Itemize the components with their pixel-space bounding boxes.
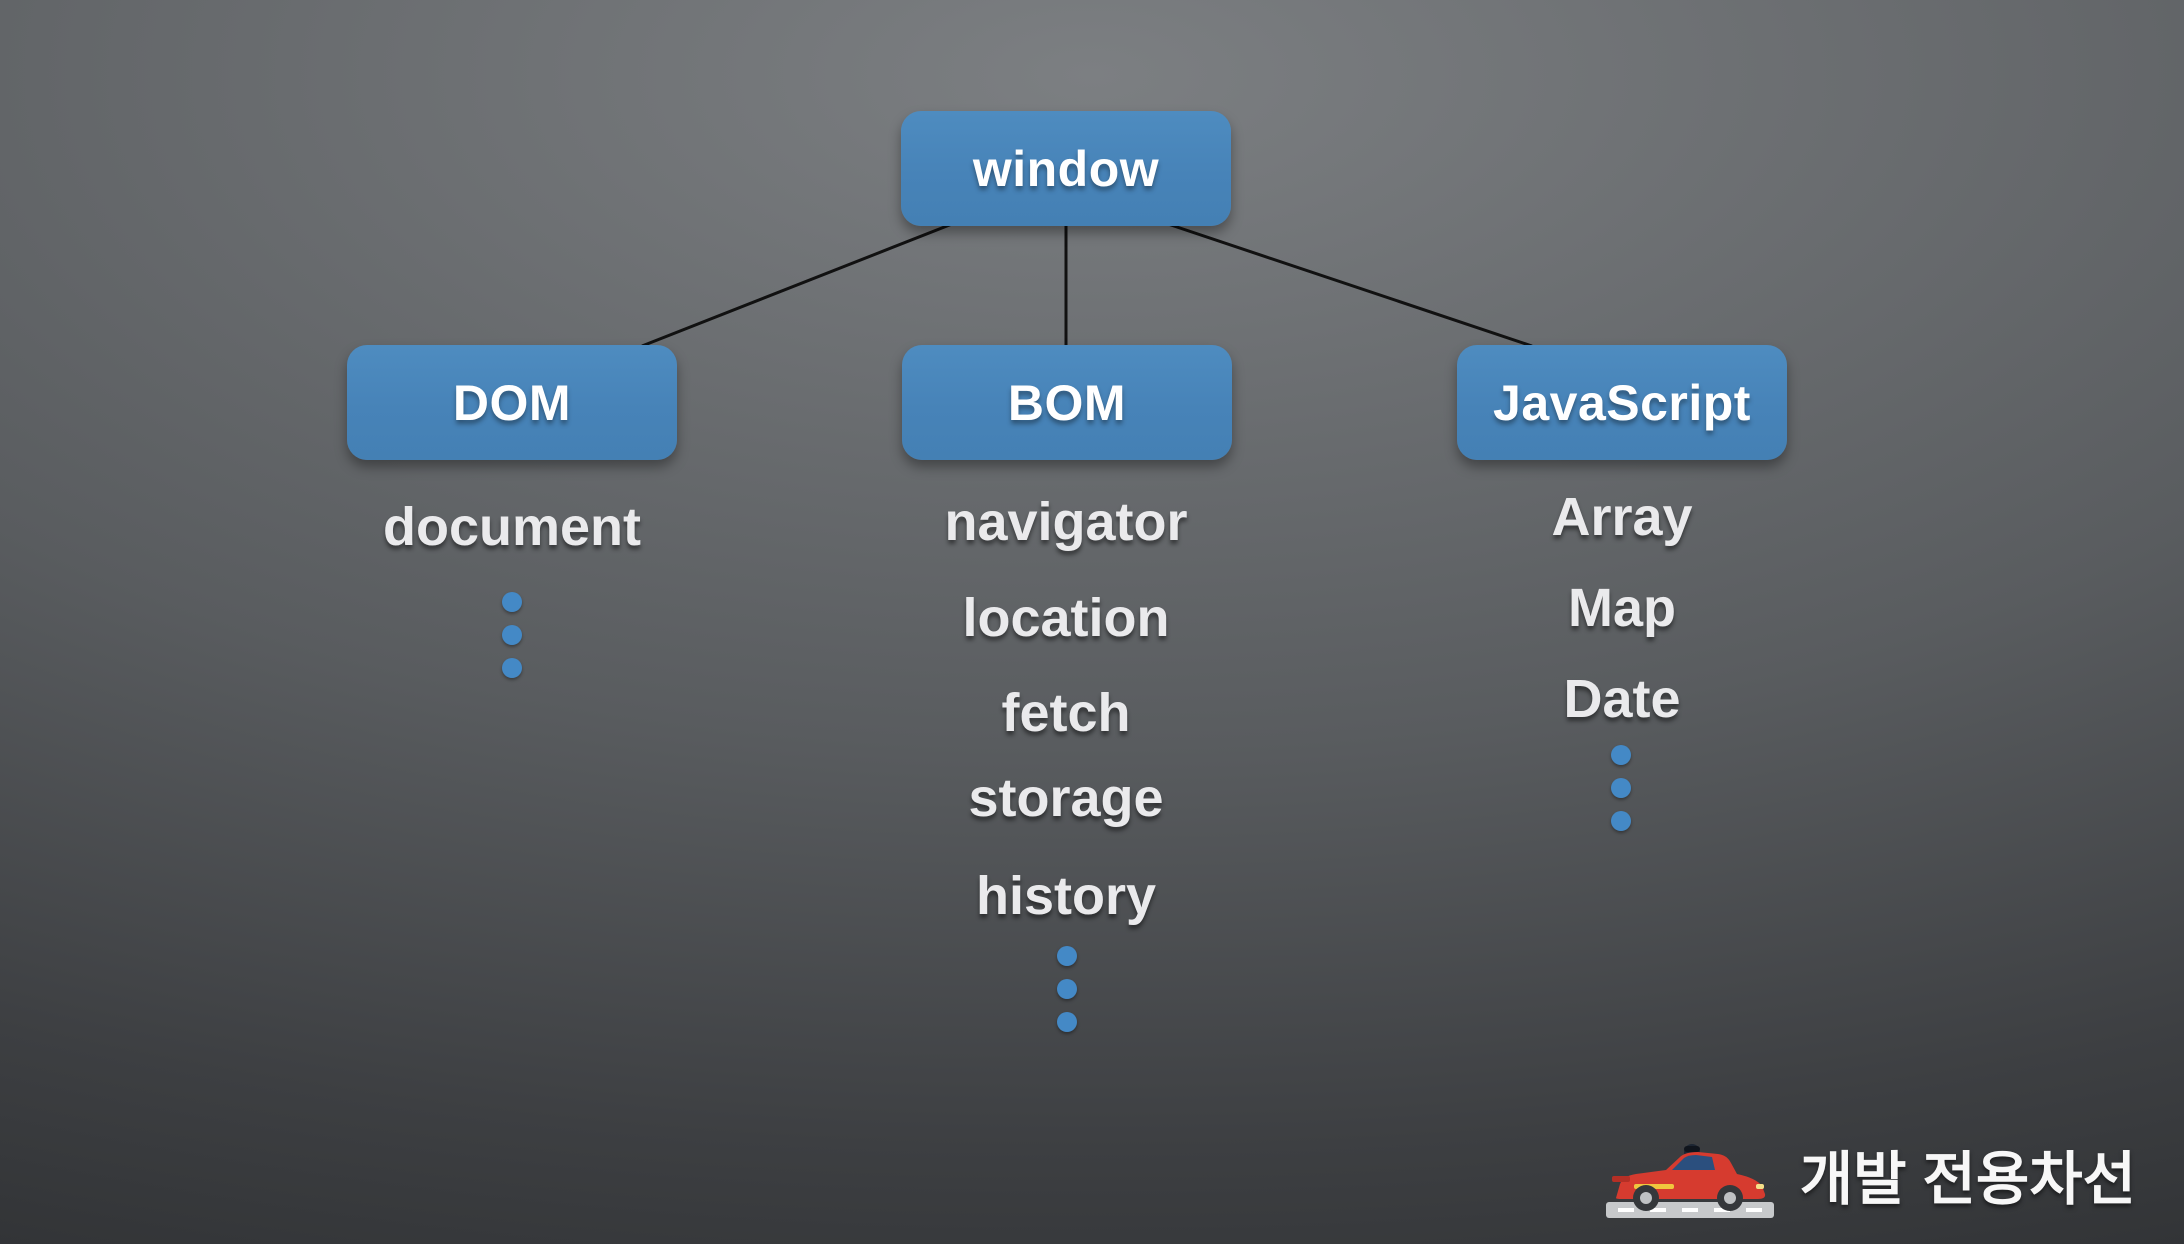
node-dom-label: DOM [452, 374, 572, 431]
node-javascript: JavaScript [1457, 345, 1787, 460]
dot-icon [1057, 1012, 1077, 1032]
brand-logo: 개발 전용차선 [1604, 1126, 2136, 1222]
bom-member-navigator: navigator [944, 492, 1188, 552]
more-items-dots [1057, 946, 1077, 1032]
dot-icon [502, 592, 522, 612]
brand-logo-text: 개발 전용차선 [1799, 1147, 2136, 1212]
bom-member-history: history [975, 866, 1157, 926]
bom-member-storage: storage [968, 768, 1164, 828]
car-icon [1605, 1144, 1774, 1218]
dot-icon [1057, 979, 1077, 999]
node-window: window [901, 111, 1231, 226]
js-member-date: Date [1563, 669, 1681, 729]
bom-member-fetch: fetch [1001, 683, 1131, 743]
dot-icon [1611, 778, 1631, 798]
js-member-map: Map [1568, 578, 1676, 638]
node-window-label: window [972, 140, 1160, 197]
more-items-dots [1611, 745, 1631, 831]
dot-icon [1611, 745, 1631, 765]
bom-member-location: location [962, 588, 1170, 648]
node-bom-label: BOM [1007, 374, 1127, 431]
dot-icon [1611, 811, 1631, 831]
dot-icon [502, 625, 522, 645]
dot-icon [1057, 946, 1077, 966]
dom-member-document: document [382, 497, 642, 557]
node-bom: BOM [902, 345, 1232, 460]
node-dom: DOM [347, 345, 677, 460]
more-items-dots [502, 592, 522, 678]
node-javascript-label: JavaScript [1493, 374, 1751, 431]
dot-icon [502, 658, 522, 678]
js-member-array: Array [1551, 487, 1693, 547]
